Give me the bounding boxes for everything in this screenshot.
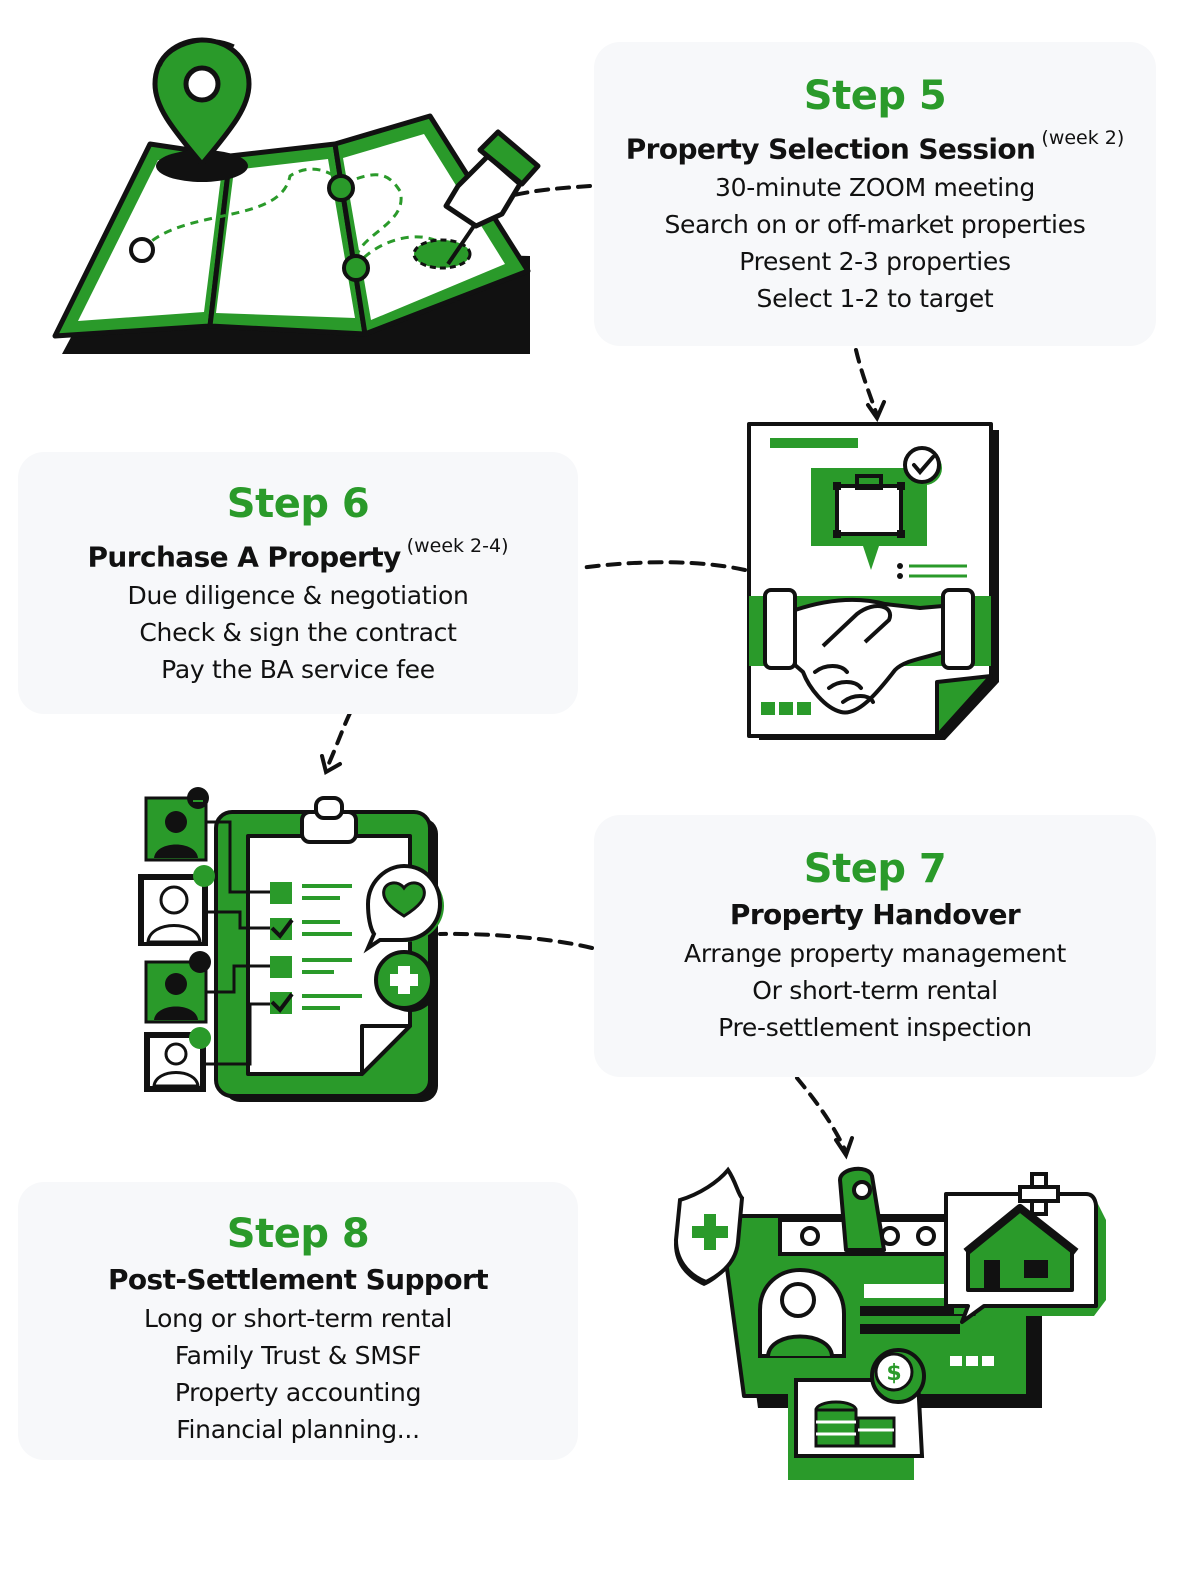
step-5-timing: (week 2) (1041, 127, 1125, 149)
step-5-line-3: Present 2-3 properties (739, 247, 1011, 277)
step-6-line-2: Check & sign the contract (139, 618, 457, 648)
step-8-line-3: Property accounting (174, 1378, 422, 1407)
step-8-line-2: Family Trust & SMSF (174, 1341, 422, 1370)
step-6-title: Step 6 (226, 481, 370, 527)
step-5-title: Step 5 (803, 73, 947, 119)
step-5-heading: Property Selection Session(week 2) (594, 122, 1156, 169)
step-8-line-1: Long or short-term rental (143, 1304, 453, 1333)
step-6-line-3: Pay the BA service fee (161, 655, 435, 685)
step-6-heading: Purchase A Property(week 2-4) (18, 530, 578, 577)
step-7-card: Step 7 Property Handover Arrange propert… (594, 815, 1156, 1077)
step-8-card: Step 8 Post-Settlement Support Long or s… (18, 1182, 578, 1460)
step-7-title: Step 7 (803, 846, 947, 892)
step-6-timing: (week 2-4) (406, 535, 509, 557)
step-7-line-3: Pre-settlement inspection (718, 1013, 1032, 1042)
step-5-line-1: 30-minute ZOOM meeting (715, 173, 1035, 203)
step-5-line-4: Select 1-2 to target (756, 284, 994, 314)
step-5-heading-text: Property Selection Session (625, 132, 1036, 166)
step-8-title: Step 8 (226, 1211, 370, 1257)
step-7-heading-text: Property Handover (729, 898, 1021, 931)
step-6-heading-text: Purchase A Property (87, 540, 402, 574)
checklist-clipboard-icon (138, 787, 444, 1102)
step-5-card: Step 5 Property Selection Session(week 2… (594, 42, 1156, 346)
step-8-heading: Post-Settlement Support (18, 1260, 578, 1300)
contract-handshake-icon (747, 422, 999, 740)
step-6-card: Step 6 Purchase A Property(week 2-4) Due… (18, 452, 578, 714)
step-5-line-2: Search on or off-market properties (664, 210, 1086, 240)
svg-text:$: $ (886, 1361, 901, 1386)
step-7-heading: Property Handover (594, 895, 1156, 935)
step-6-line-1: Due diligence & negotiation (127, 581, 469, 611)
dashboard-services-icon: $ (673, 1166, 1106, 1480)
step-8-heading-text: Post-Settlement Support (108, 1263, 489, 1296)
step-8-line-4: Financial planning... (176, 1415, 420, 1444)
step-7-line-1: Arrange property management (684, 939, 1066, 968)
map-pin-icon (52, 37, 541, 354)
step-7-line-2: Or short-term rental (752, 976, 998, 1005)
